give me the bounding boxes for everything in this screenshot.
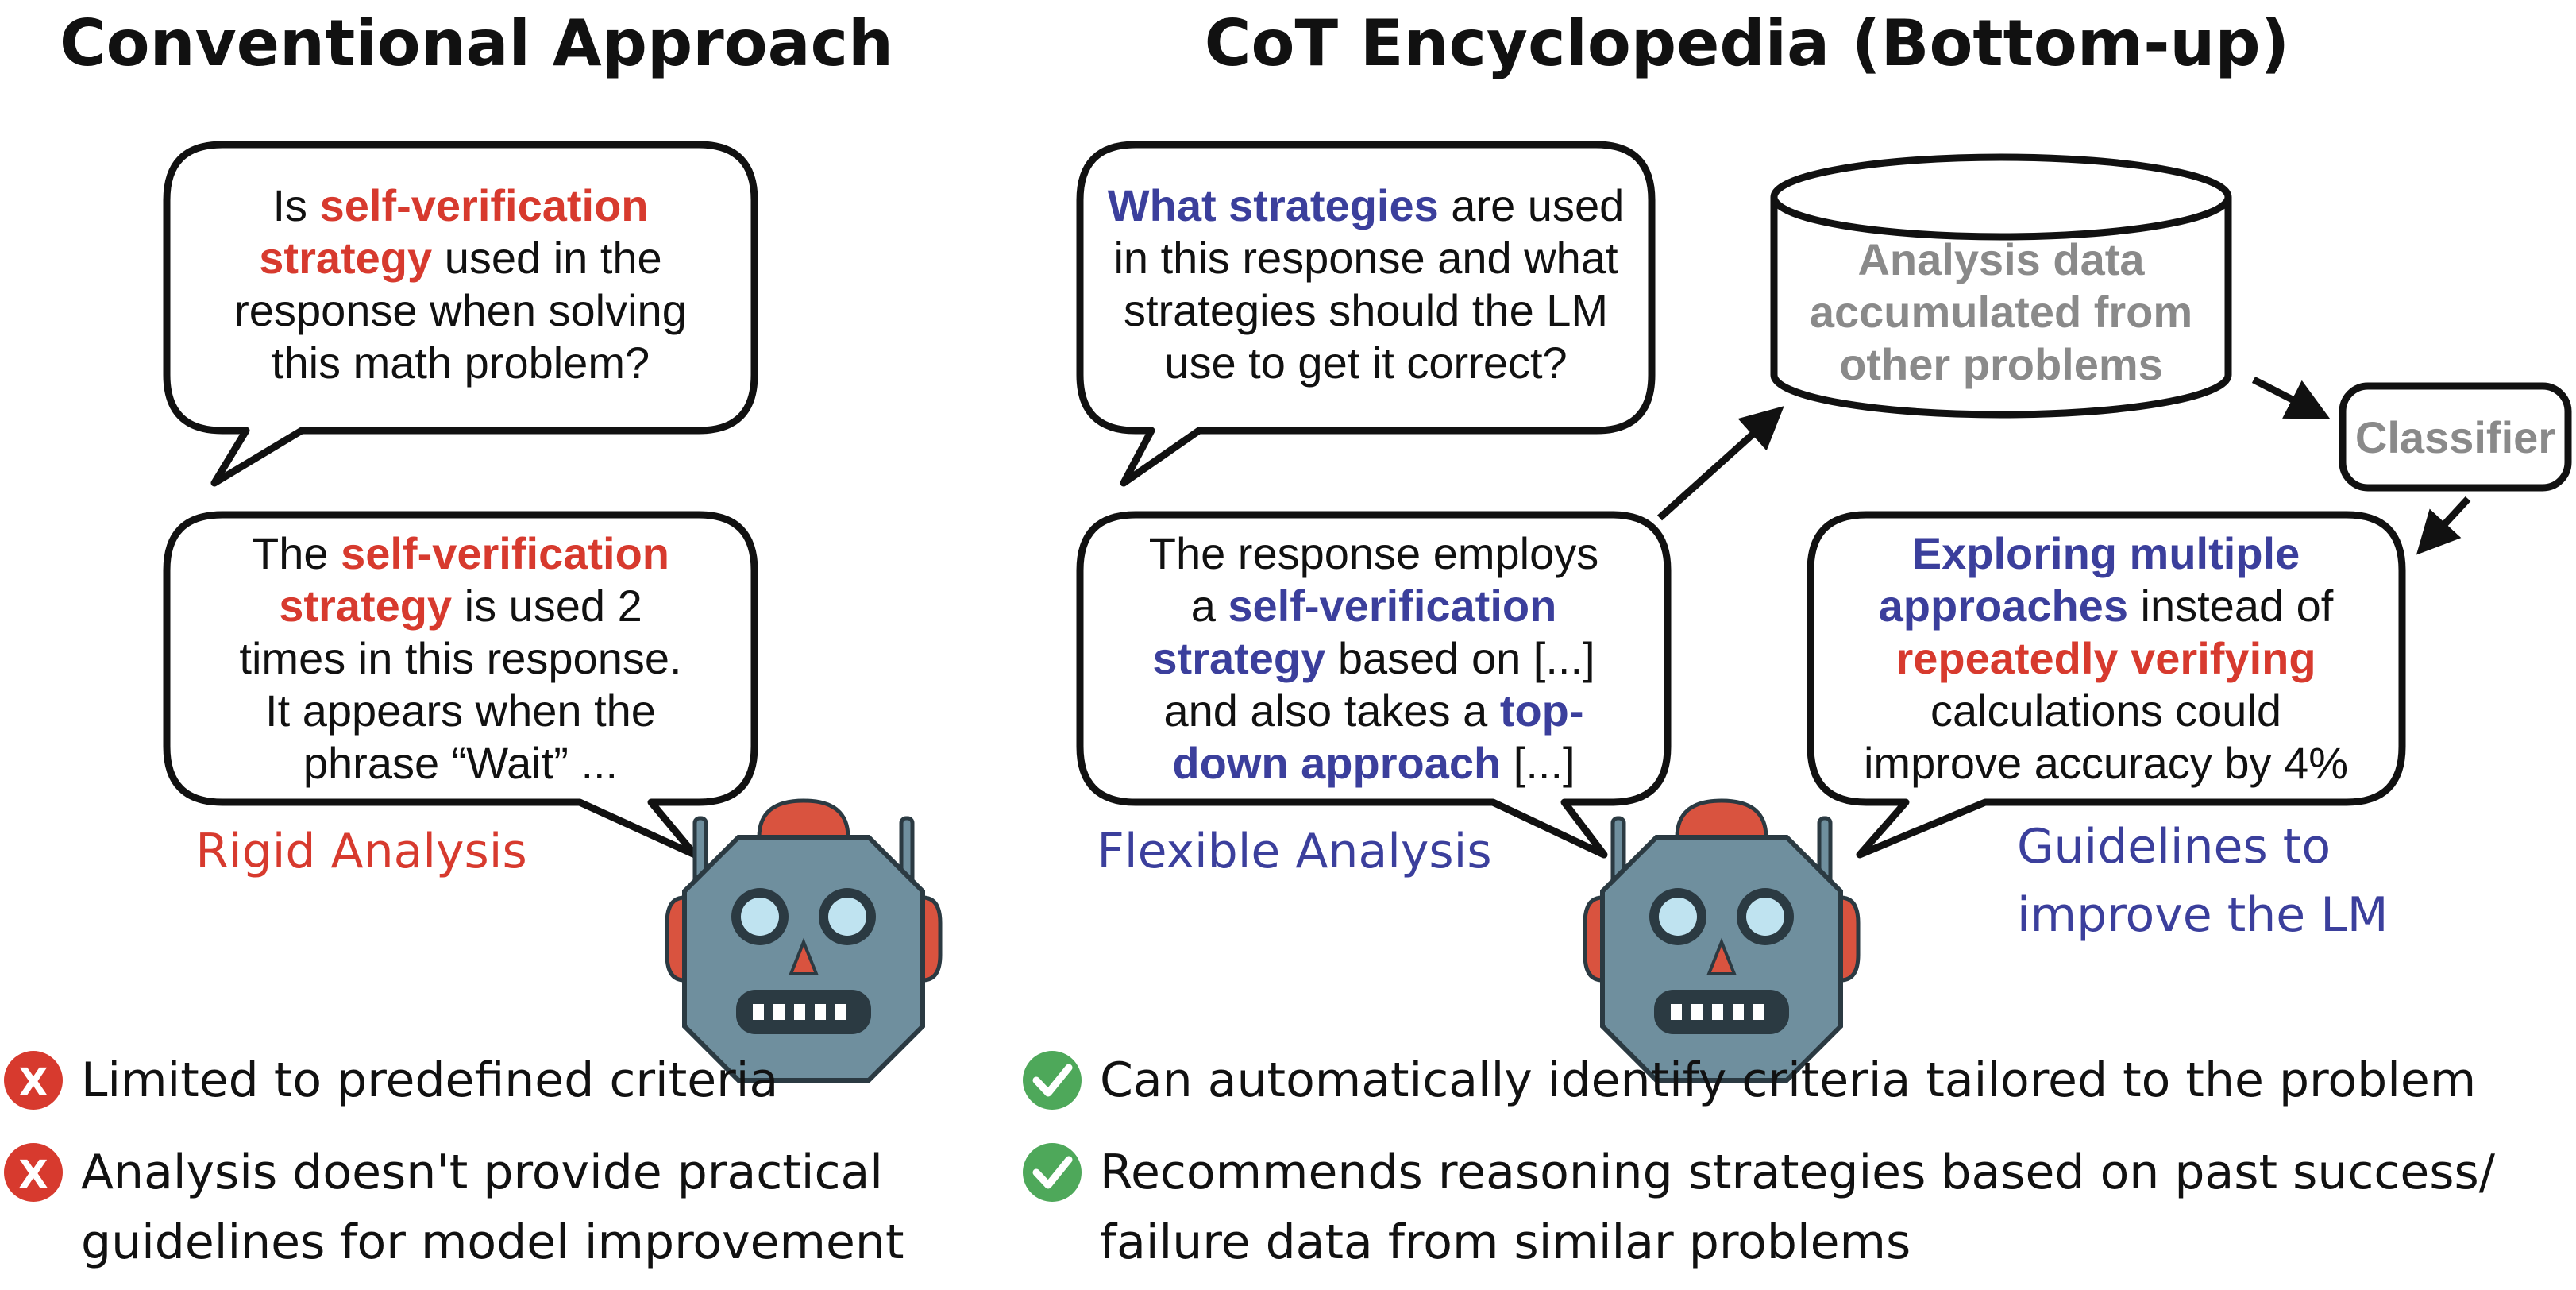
bullet-right-2: Recommends reasoning strategies based on… (1023, 1143, 2496, 1270)
guideline-bubble: Exploring multiple approaches instead of… (1807, 511, 2406, 859)
right-question-line4: use to get it correct? (1164, 338, 1567, 388)
right-answer-line5: down approach [...] (1172, 738, 1575, 788)
svg-text:X: X (18, 1060, 48, 1105)
left-answer-line1: The self-verification (252, 528, 669, 578)
svg-text:X: X (18, 1153, 48, 1197)
guideline-line5: improve accuracy by 4% (1864, 738, 2348, 788)
arrow-database-to-classifier (2251, 376, 2331, 419)
left-answer-line2: strategy is used 2 (279, 581, 642, 631)
classifier-box: Classifier (2339, 382, 2572, 492)
left-answer-line4: It appears when the (265, 686, 656, 736)
check-mark-icon (1023, 1143, 1082, 1202)
right-answer-line4: and also takes a top- (1163, 686, 1583, 736)
bullet-left-1: X Limited to predefined criteria (4, 1051, 778, 1110)
guideline-line1: Exploring multiple (1912, 528, 2300, 578)
right-answer-line3: strategy based on [...] (1152, 633, 1595, 683)
analysis-database: Analysis data accumulated from other pro… (1770, 153, 2232, 419)
rigid-analysis-caption: Rigid Analysis (195, 824, 526, 879)
guideline-caption-line2: improve the LM (2017, 887, 2389, 943)
arrow-classifier-to-guideline (2416, 496, 2471, 555)
title-conventional: Conventional Approach (60, 6, 893, 80)
title-cot-encyclopedia: CoT Encyclopedia (Bottom-up) (1205, 6, 2289, 80)
right-question-bubble: What strategies are used in this respons… (1076, 141, 1656, 487)
left-answer-line5: phrase “Wait” ... (303, 738, 618, 788)
right-answer-bubble: The response employs a self-verification… (1076, 511, 1672, 859)
database-cylinder-top (1770, 153, 2232, 241)
guideline-caption-line1: Guidelines to (2017, 819, 2331, 875)
bullet-left-2-line1: Analysis doesn't provide practical (81, 1145, 883, 1200)
left-question-line3: response when solving (234, 285, 687, 335)
right-question-line2: in this response and what (1113, 233, 1618, 283)
right-answer-line1: The response employs (1149, 528, 1599, 578)
robot-left-icon (665, 798, 943, 1083)
guideline-line2: approaches instead of (1879, 581, 2334, 631)
right-question-line3: strategies should the LM (1124, 285, 1608, 335)
bullet-right-1-text: Can automatically identify criteria tail… (1100, 1052, 2476, 1108)
x-mark-icon: X (4, 1051, 63, 1110)
left-answer-line3: times in this response. (239, 633, 681, 683)
guideline-line3: repeatedly verifying (1895, 633, 2316, 683)
bullet-left-2: X Analysis doesn't provide practical gui… (4, 1143, 904, 1270)
flexible-analysis-caption: Flexible Analysis (1097, 824, 1491, 879)
left-answer-bubble: The self-verification strategy is used 2… (163, 511, 758, 859)
right-question-line1: What strategies are used (1108, 180, 1625, 230)
right-answer-line2: a self-verification (1191, 581, 1557, 631)
guideline-line4: calculations could (1930, 686, 2281, 736)
left-question-bubble: Is self-verification strategy used in th… (163, 141, 758, 487)
database-line1: Analysis data (1857, 234, 2145, 284)
bullet-left-2-line2: guidelines for model improvement (81, 1215, 904, 1270)
bullet-left-1-text: Limited to predefined criteria (81, 1052, 778, 1108)
robot-right-icon (1583, 798, 1861, 1083)
classifier-label: Classifier (2355, 412, 2555, 462)
check-mark-icon (1023, 1051, 1082, 1110)
bullet-right-2-line1: Recommends reasoning strategies based on… (1100, 1145, 2496, 1200)
bullet-right-1: Can automatically identify criteria tail… (1023, 1051, 2476, 1110)
x-mark-icon: X (4, 1143, 63, 1202)
bullet-right-2-line2: failure data from similar problems (1100, 1215, 1911, 1270)
database-line3: other problems (1839, 339, 2163, 389)
database-line2: accumulated from (1810, 287, 2192, 337)
left-question-line1: Is self-verification (272, 180, 648, 230)
left-question-line2: strategy used in the (259, 233, 661, 283)
arrow-response-to-database (1656, 406, 1784, 521)
left-question-line4: this math problem? (272, 338, 650, 388)
